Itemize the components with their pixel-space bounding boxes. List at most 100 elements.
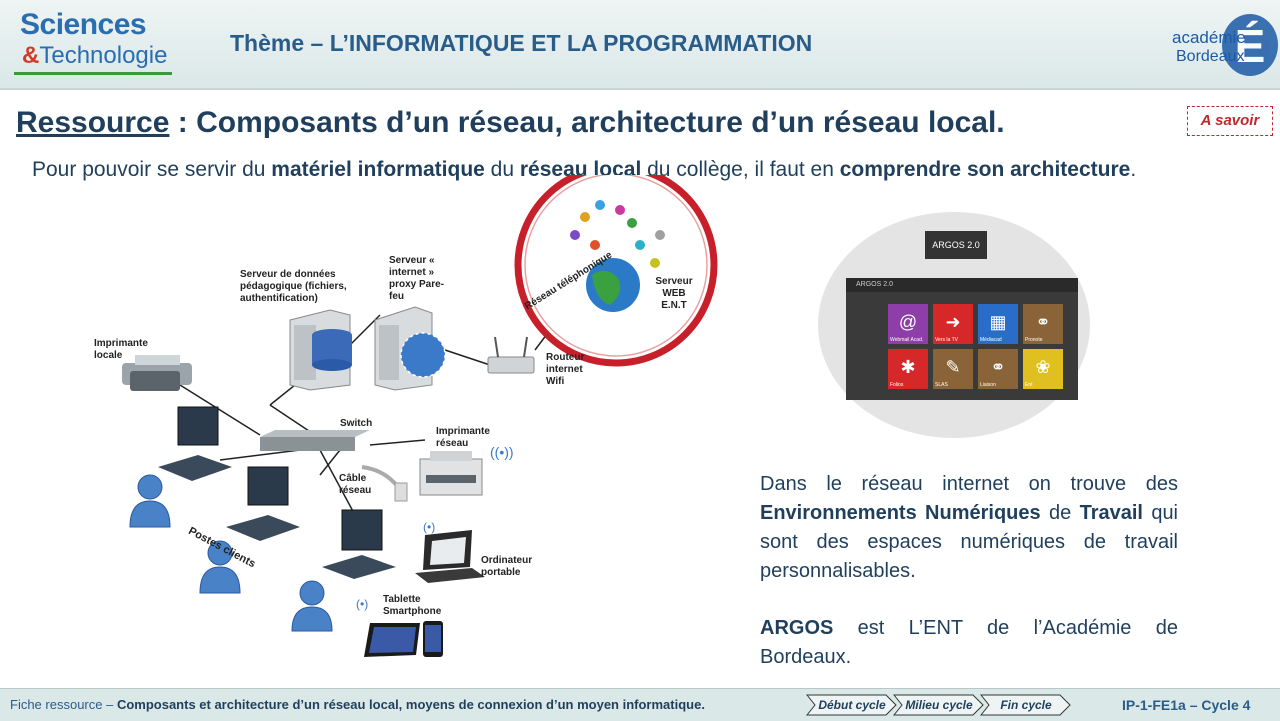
cycle-milieu-label: Milieu cycle: [905, 698, 973, 712]
ent-bold-1: Environnements Numériques: [760, 502, 1041, 524]
argos-tile[interactable]: ✎ SLAS: [933, 349, 973, 389]
argos-tile-label: Ent: [1025, 382, 1033, 388]
wifi-icon: ((•)): [490, 444, 514, 460]
argos-tile-label: Webmail Acad.: [890, 337, 924, 343]
argos-tile-icon: ✎: [945, 357, 961, 377]
intro-bold-1: matériel informatique: [271, 158, 485, 181]
intro-bold-3: comprendre son architecture: [839, 158, 1131, 181]
argos-tile[interactable]: ⚭ Pronote: [1023, 304, 1063, 344]
network-diagram-svg: ((•)) (•) (•): [122, 163, 718, 657]
network-diagram: ((•)) (•) (•): [80, 163, 730, 670]
title-text: : Composants d’un réseau, architecture d…: [169, 106, 1005, 139]
laptop-icon: (•): [415, 520, 485, 583]
argos-bold: ARGOS: [760, 617, 834, 639]
argos-tile[interactable]: ✱ Folios: [888, 349, 928, 389]
ent-text-1: Dans le réseau internet on trouve des: [760, 473, 1178, 495]
argos-tile-icon: ⚭: [1035, 312, 1051, 332]
header: Sciences &Technologie Thème – L’INFORMAT…: [0, 0, 1280, 90]
label-tablet: Tablette Smartphone: [383, 594, 442, 617]
switch-icon: [260, 430, 370, 451]
argos-tile-icon: ❀: [1035, 357, 1051, 377]
academie-bordeaux-logo: É académie Bordeaux: [1170, 6, 1280, 80]
intro-text-3: du collège, il faut en: [641, 158, 840, 181]
argos-tile-label: Vers la TV: [935, 337, 958, 343]
argos-tile-label: Folios: [890, 382, 904, 388]
argos-paragraph: ARGOS est L’ENT de l’Académie de Bordeau…: [760, 614, 1178, 672]
cycle-milieu-button[interactable]: Milieu cycle: [893, 694, 985, 716]
label-cable: Câble réseau: [339, 473, 372, 496]
cycle-fin-label: Fin cycle: [1000, 698, 1052, 712]
argos-panel: ARGOS 2.0 @ Webmail Acad. ➜ Vers la TV ▦ Médi…: [846, 278, 1078, 400]
argos-tile-icon: ✱: [900, 357, 916, 377]
logo-line1: Sciences: [20, 8, 147, 41]
logo-line2: &Technologie: [22, 42, 167, 70]
argos-tile-label: Médiacad: [980, 337, 1002, 343]
user-icon: [199, 540, 241, 594]
argos-tile-label: SLAS: [935, 382, 948, 388]
logo-underline: [14, 72, 172, 75]
argos-panel-title: ARGOS 2.0: [846, 278, 1078, 292]
ent-text-3: qui sont des espaces numériques de trava…: [760, 502, 1179, 582]
internet-server-icon: [374, 306, 446, 391]
page-theme: Thème – L’INFORMATIQUE ET LA PROGRAMMATI…: [230, 30, 813, 56]
client-computer-icon: [322, 509, 396, 579]
ent-bold-2: Travail: [1079, 502, 1143, 524]
argos-tile-icon: ⚭: [990, 357, 1006, 377]
argos-tile-icon: @: [898, 312, 918, 332]
academie-line2: Bordeaux: [1176, 48, 1245, 65]
intro-text-1: Pour pouvoir se servir du: [32, 158, 272, 181]
label-router: Routeur internet Wifi: [546, 352, 585, 387]
argos-tile[interactable]: ▦ Médiacad: [978, 304, 1018, 344]
label-laptop: Ordinateur portable: [481, 555, 533, 578]
intro-text-2: du: [484, 158, 520, 181]
footer-text: Fiche ressource – Composants et architec…: [10, 697, 705, 712]
label-web-server: Serveur WEB E.N.T: [655, 276, 693, 311]
label-internet-server: Serveur « internet » proxy Pare-feu: [389, 255, 445, 302]
ent-paragraph: Dans le réseau internet on trouve des En…: [760, 470, 1178, 586]
user-icon: [291, 580, 333, 632]
argos-illustration: ARGOS 2.0 ARGOS 2.0 @ Webmail Acad. ➜ Vers …: [818, 212, 1090, 438]
cycle-fin-button[interactable]: Fin cycle: [980, 694, 1072, 716]
wifi-icon: (•): [356, 597, 368, 611]
network-printer-icon: ((•)): [419, 444, 514, 496]
logo-line2-text: Technologie: [39, 42, 168, 69]
argos-tile[interactable]: ⚭ Liaison: [978, 349, 1018, 389]
argos-text: est L’ENT de l’Académie de Bordeaux.: [760, 617, 1178, 668]
fiche-code: IP-1-FE1a – Cycle 4: [1122, 697, 1251, 713]
label-switch: Switch: [340, 418, 373, 429]
user-icon: [129, 474, 171, 528]
intro-text-4: .: [1130, 158, 1137, 181]
web-ent-server-icon: [514, 163, 718, 367]
argos-tile[interactable]: @ Webmail Acad.: [888, 304, 928, 344]
argos-tile[interactable]: ❀Ent: [1023, 349, 1063, 389]
label-network-printer: Imprimante réseau: [436, 426, 490, 449]
argos-tile[interactable]: ➜ Vers la TV: [933, 304, 973, 344]
label-printer-local: Imprimante locale: [94, 338, 148, 361]
academie-line1: académie: [1172, 28, 1246, 47]
argos-tile-icon: ➜: [945, 312, 961, 332]
client-computer-icon: [226, 466, 300, 541]
data-server-icon: [289, 309, 352, 391]
page-title: Ressource : Composants d’un réseau, arch…: [16, 106, 1005, 140]
footer: Fiche ressource – Composants et architec…: [0, 688, 1280, 721]
footer-prefix: Fiche ressource –: [10, 697, 117, 712]
a-savoir-badge: A savoir: [1187, 106, 1273, 136]
argos-tile-label: Pronote: [1025, 337, 1043, 343]
cycle-debut-label: Début cycle: [818, 698, 886, 712]
argos-badge: ARGOS 2.0: [925, 231, 987, 259]
tablet-smartphone-icon: (•): [356, 597, 443, 657]
printer-local-icon: [122, 355, 192, 391]
argos-tile-label: Liaison: [980, 382, 996, 388]
ent-text-2: de: [1040, 502, 1080, 524]
network-cable-icon: [361, 465, 408, 502]
footer-title: Composants et architecture d’un réseau l…: [116, 697, 705, 712]
label-data-server: Serveur de données pédagogique (fichiers…: [240, 269, 347, 304]
academie-letter: É: [1222, 14, 1278, 76]
cycle-debut-button[interactable]: Début cycle: [806, 694, 898, 716]
title-prefix: Ressource: [16, 106, 170, 139]
wifi-icon: (•): [423, 520, 435, 534]
client-computer-icon: [158, 406, 232, 481]
sciences-technologie-logo: Sciences &Technologie: [14, 6, 174, 78]
argos-tile-icon: ▦: [989, 312, 1007, 332]
logo-amp: &: [22, 42, 40, 69]
